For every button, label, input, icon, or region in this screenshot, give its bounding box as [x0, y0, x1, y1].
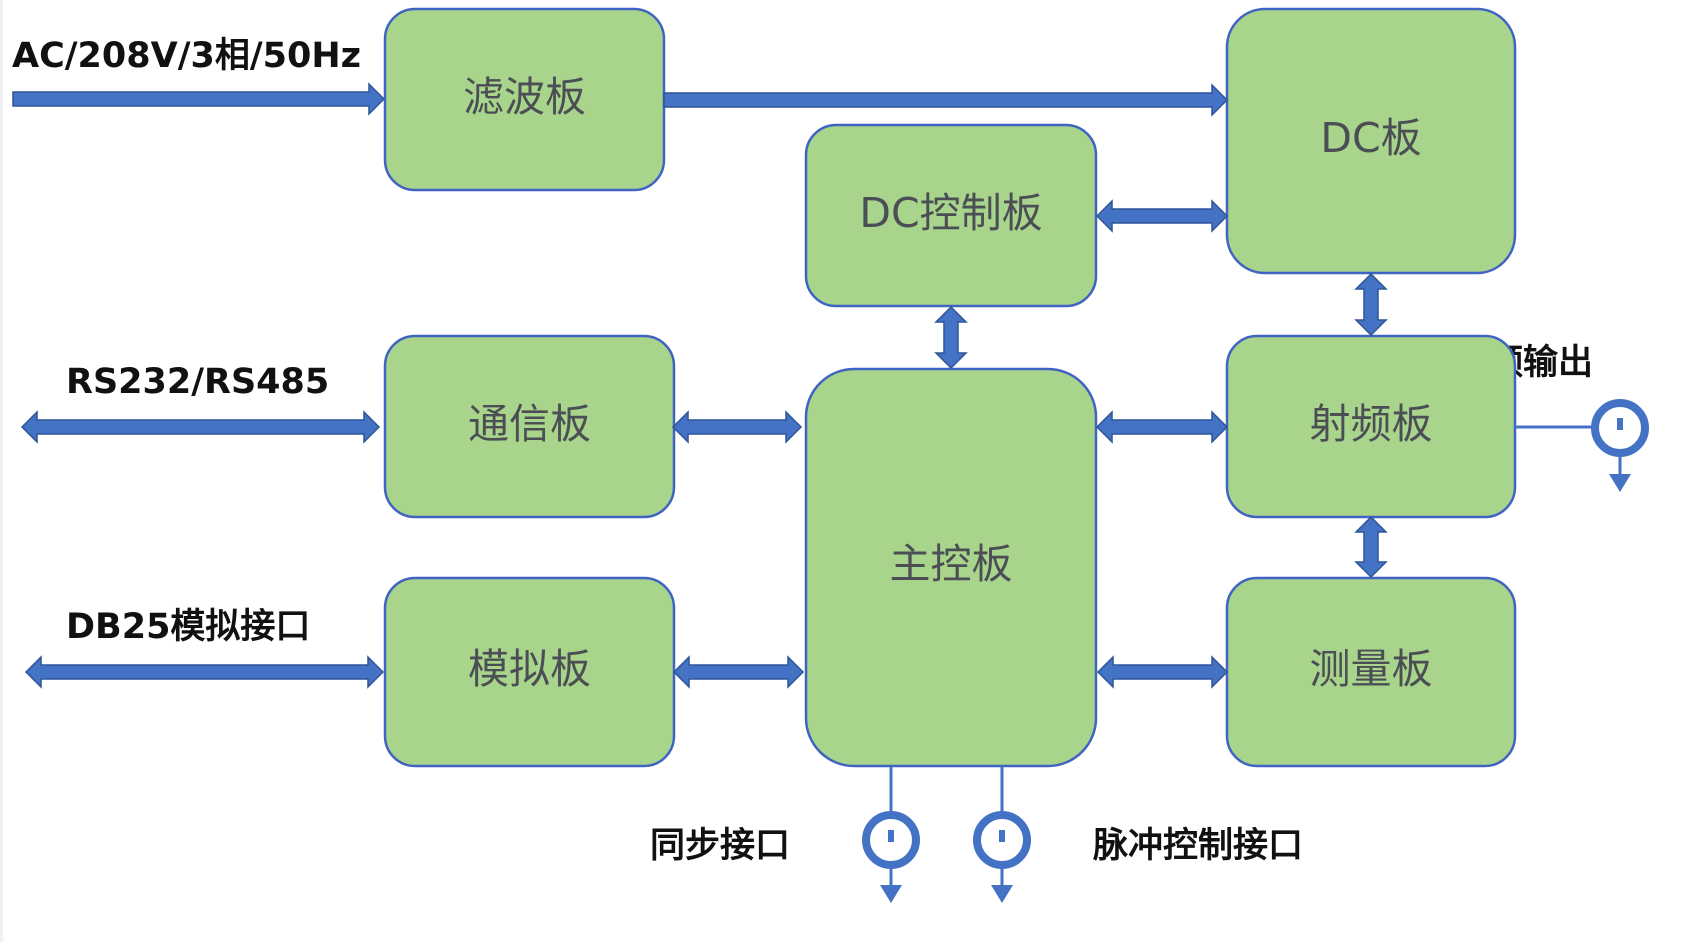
main-control-board-label: 主控板: [890, 540, 1013, 588]
rf-board: 射频板: [1225, 334, 1517, 519]
power-input-label: AC/208V/3相/50Hz: [12, 36, 361, 76]
filter-board: 滤波板: [383, 7, 666, 192]
dc-rf-arrow: [1354, 272, 1388, 337]
rf-output-port-icon: [1515, 399, 1649, 492]
dc-board: DC板: [1225, 7, 1517, 275]
filter-board-label: 滤波板: [463, 73, 586, 121]
rf-measure-arrow: [1354, 515, 1388, 579]
main-measure-arrow: [1096, 655, 1229, 689]
comm-board: 通信板: [383, 334, 676, 519]
analog-main-arrow: [672, 655, 805, 689]
analog-board: 模拟板: [383, 576, 676, 768]
analog-board-label: 模拟板: [468, 645, 591, 693]
power-input-arrow: [12, 82, 386, 116]
analog-interface-label: DB25模拟接口: [66, 607, 310, 647]
measure-board-label: 测量板: [1310, 645, 1433, 693]
analog-external-arrow: [24, 655, 385, 689]
dc-control-board: DC控制板: [804, 123, 1098, 308]
filter-to-dc-arrow: [663, 83, 1229, 117]
measure-board: 测量板: [1225, 576, 1517, 768]
comm-external-arrow: [20, 410, 381, 444]
pulse-port-icon: [973, 767, 1031, 903]
comm-interface-label: RS232/RS485: [66, 362, 329, 402]
rf-board-label: 射频板: [1310, 400, 1433, 448]
sync-port-icon: [862, 767, 920, 903]
comm-main-arrow: [671, 410, 803, 444]
comm-board-label: 通信板: [468, 400, 591, 448]
dc-control-dc-arrow: [1095, 199, 1229, 233]
main-control-board: 主控板: [804, 367, 1098, 768]
dc-board-label: DC板: [1320, 114, 1421, 162]
sync-interface-label: 同步接口: [650, 826, 790, 866]
main-rf-arrow: [1095, 410, 1229, 444]
dc-control-board-label: DC控制板: [859, 189, 1042, 237]
pulse-interface-label: 脉冲控制接口: [1093, 826, 1303, 866]
page-edge: [0, 0, 3, 942]
dc-control-main-arrow: [934, 305, 968, 370]
